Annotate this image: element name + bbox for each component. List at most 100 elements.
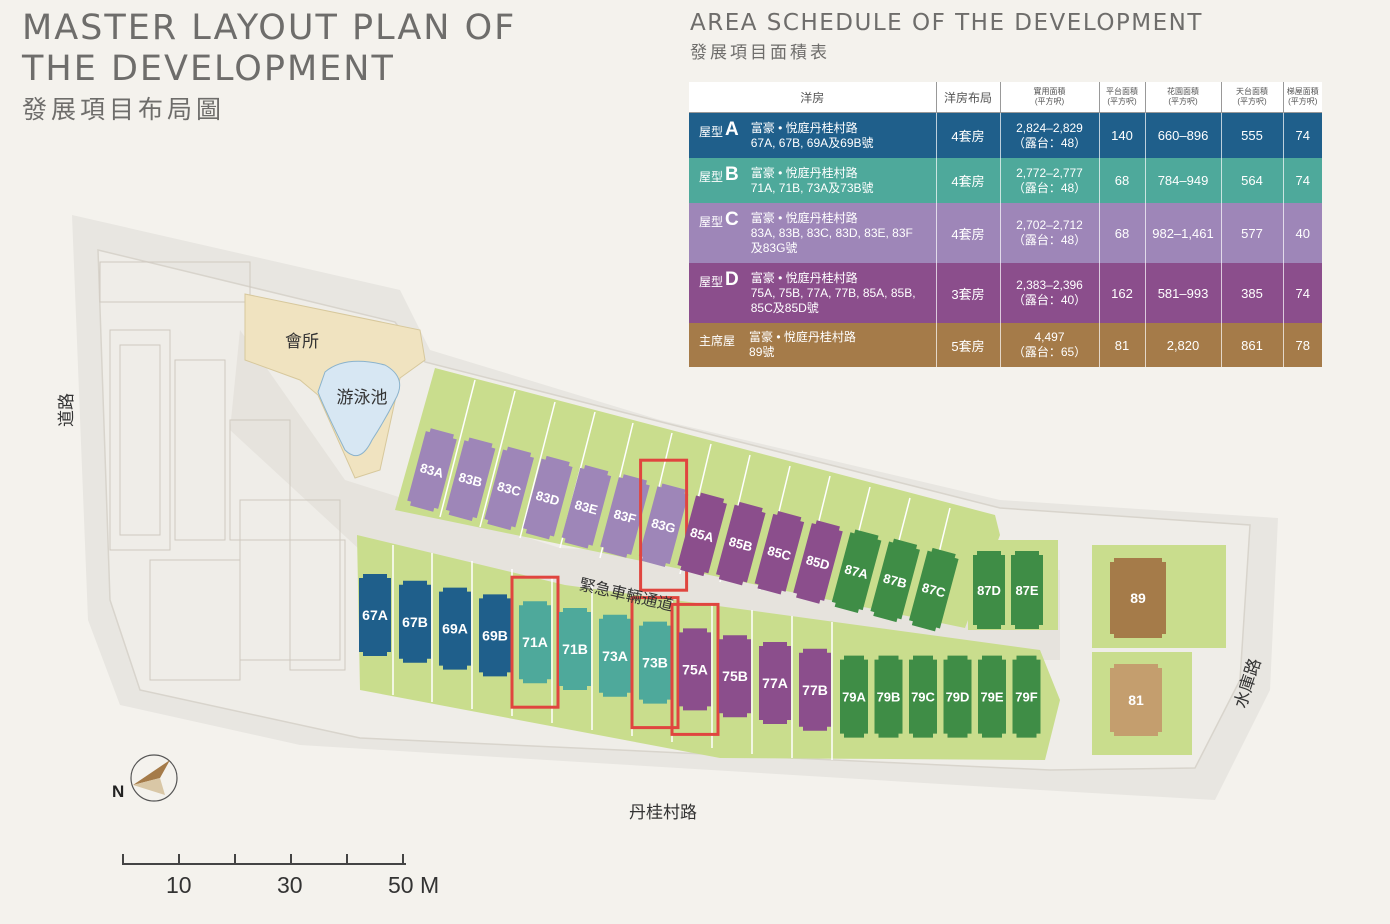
house-85B[interactable]: 85B	[715, 501, 767, 587]
roof-cell: 555	[1220, 112, 1283, 158]
house-75B[interactable]: 75B	[719, 635, 751, 718]
stair-cell: 74	[1282, 158, 1322, 203]
house-label: 85B	[727, 534, 754, 555]
platform-cell: 140	[1098, 112, 1145, 158]
house-85D[interactable]: 85D	[792, 519, 844, 605]
house-87E[interactable]: 87E	[1011, 551, 1043, 629]
type-label: 主席屋	[699, 334, 736, 348]
roof-cell: 385	[1220, 263, 1283, 323]
house-81[interactable]: 81	[1110, 664, 1162, 736]
house-footprint	[1110, 558, 1166, 638]
house-79B[interactable]: 79B	[874, 655, 903, 738]
house-label: 69B	[482, 627, 508, 643]
house-label: 77A	[762, 675, 788, 691]
house-79E[interactable]: 79E	[978, 655, 1006, 738]
house-label: 83D	[534, 488, 561, 509]
house-label: 83E	[573, 497, 600, 518]
type-letter: D	[725, 268, 739, 290]
house-77B[interactable]: 77B	[799, 648, 831, 731]
house-label: 79B	[877, 690, 901, 705]
house-label: 83B	[457, 469, 484, 490]
page-title-chinese: 發展項目布局圖	[22, 95, 226, 124]
garden-cell: 581–993	[1144, 263, 1221, 323]
house-footprint	[973, 551, 1005, 629]
house-footprint	[793, 520, 843, 604]
house-label: 87C	[920, 580, 948, 601]
type-name: 富豪 • 悅庭丹桂村路	[750, 165, 858, 180]
house-89[interactable]: 89	[1110, 558, 1166, 638]
house-footprint	[716, 501, 766, 586]
house-87C[interactable]: 87C	[908, 547, 960, 633]
house-label: 79D	[946, 690, 970, 705]
house-label: 81	[1128, 692, 1144, 708]
house-83F[interactable]: 83F	[599, 473, 651, 559]
house-69B[interactable]: 69B	[479, 594, 511, 677]
house-footprint	[439, 587, 471, 670]
scale-label-10: 10	[166, 872, 192, 898]
header-platform: 平台面積 (平方呎)	[1098, 82, 1145, 113]
garden-cell: 2,820	[1144, 323, 1221, 367]
header-garden: 花園面積 (平方呎)	[1144, 82, 1221, 113]
type-units: 83A, 83B, 83C, 83D, 83E, 83F及83G號	[750, 225, 913, 255]
house-label: 87D	[977, 583, 1001, 598]
house-footprint	[978, 655, 1006, 738]
house-label: 85D	[804, 552, 831, 573]
house-73A[interactable]: 73A	[599, 614, 631, 697]
scale-label-30: 30	[277, 872, 303, 898]
schedule-title: AREA SCHEDULE OF THE DEVELOPMENT	[690, 10, 1203, 36]
house-83E[interactable]: 83E	[561, 464, 613, 550]
house-label: 67A	[362, 607, 388, 623]
house-85A[interactable]: 85A	[676, 492, 728, 578]
house-79A[interactable]: 79A	[840, 655, 868, 738]
house-73B[interactable]: 73B	[639, 621, 671, 704]
highlight-box	[510, 575, 560, 709]
house-83G[interactable]: 83G	[638, 482, 690, 568]
house-75A[interactable]: 75A	[679, 628, 711, 711]
stair-cell: 78	[1282, 323, 1322, 367]
house-footprint	[1011, 551, 1043, 629]
house-83A[interactable]: 83A	[406, 427, 458, 513]
house-79C[interactable]: 79C	[909, 655, 937, 738]
layout-cell: 5套房	[935, 323, 1000, 367]
house-label: 83A	[418, 460, 446, 481]
type-label: 屋型	[699, 169, 724, 184]
house-79D[interactable]: 79D	[943, 655, 972, 738]
house-79F[interactable]: 79F	[1012, 655, 1041, 738]
house-71B[interactable]: 71B	[559, 608, 591, 690]
house-footprint	[943, 655, 972, 738]
house-label: 83F	[612, 506, 638, 526]
type-letter: B	[725, 163, 739, 185]
house-85C[interactable]: 85C	[754, 510, 806, 596]
house-83B[interactable]: 83B	[445, 436, 497, 522]
house-footprint	[874, 655, 903, 738]
layout-cell: 4套房	[935, 158, 1000, 203]
garden-cell: 660–896	[1144, 112, 1221, 158]
stair-cell: 74	[1282, 112, 1322, 158]
house-77A[interactable]: 77A	[759, 642, 791, 724]
house-67B[interactable]: 67B	[399, 580, 431, 663]
house-87A[interactable]: 87A	[831, 528, 883, 614]
house-footprint	[479, 594, 511, 677]
house-67A[interactable]: 67A	[359, 574, 391, 656]
page-title: MASTER LAYOUT PLAN OF THE DEVELOPMENT	[22, 8, 516, 90]
house-label: 73A	[602, 648, 628, 664]
house-label: 85C	[766, 543, 794, 564]
house-87D[interactable]: 87D	[973, 551, 1005, 629]
type-label: 屋型	[699, 274, 724, 289]
scale-label-50: 50 M	[388, 872, 440, 898]
house-71A[interactable]: 71A	[519, 601, 551, 684]
house-label: 69A	[442, 621, 468, 637]
platform-cell: 68	[1098, 158, 1145, 203]
house-69A[interactable]: 69A	[439, 587, 471, 670]
house-83D[interactable]: 83D	[522, 455, 574, 541]
house-label: 75B	[722, 668, 748, 684]
house-83C[interactable]: 83C	[483, 446, 535, 532]
title-line-1: MASTER LAYOUT PLAN OF	[22, 8, 517, 48]
roof-cell: 564	[1220, 158, 1283, 203]
house-label: 73B	[642, 655, 668, 671]
house-87B[interactable]: 87B	[869, 538, 921, 624]
house-footprint	[831, 529, 882, 613]
